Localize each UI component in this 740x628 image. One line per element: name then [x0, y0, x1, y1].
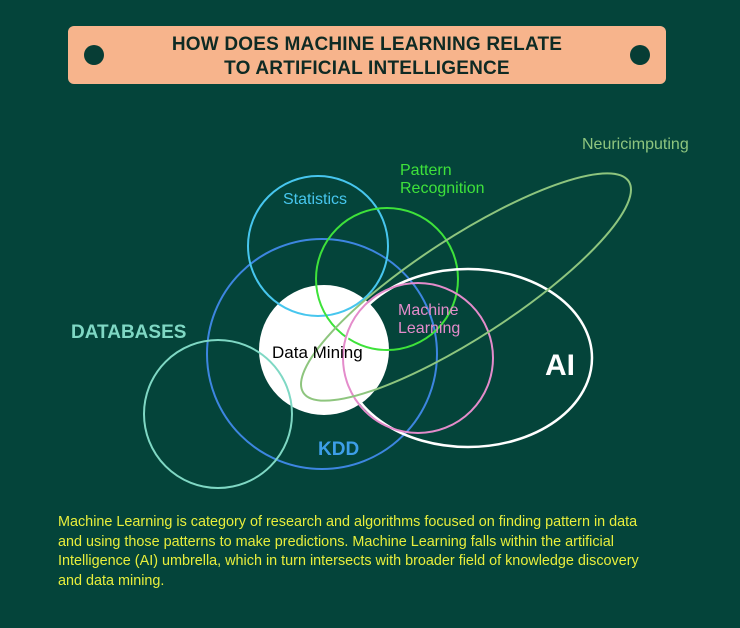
pattern-recognition-label-line-1: Pattern [400, 162, 452, 179]
neuricomputing-ellipse [300, 172, 632, 402]
ai-label: AI [545, 349, 575, 382]
bullet-dot-icon [630, 45, 650, 65]
machine-learning-label-line-2: Learning [398, 320, 460, 337]
databases-label: DATABASES [71, 322, 186, 343]
statistics-circle [247, 175, 389, 317]
pattern-recognition-circle [315, 207, 459, 351]
pattern-recognition-label-line-2: Recognition [400, 180, 485, 197]
description-line: Machine Learning is category of research… [58, 514, 638, 530]
description-line: and using those patterns to make predict… [58, 533, 614, 550]
bullet-dot-icon [84, 45, 104, 65]
kdd-circle [206, 238, 438, 470]
description-line: and data mining. [58, 572, 165, 589]
title-line-1: HOW DOES MACHINE LEARNING RELATE [171, 34, 563, 55]
statistics-label: Statistics [283, 191, 347, 208]
data-mining-label: Data Mining [272, 343, 363, 362]
description-paragraph: Machine Learning is category of research… [58, 513, 698, 591]
databases-circle [143, 339, 293, 489]
title-line-2: TO ARTIFICIAL INTELLIGENCE [224, 58, 510, 79]
machine-learning-circle [342, 282, 494, 434]
neuricomputing-label: Neuricimputing [582, 136, 689, 153]
kdd-label: KDD [318, 439, 359, 460]
machine-learning-label-line-1: Machine [398, 302, 459, 319]
description-line: Intelligence (AI) umbrella, which in tur… [58, 553, 639, 569]
title-banner: HOW DOES MACHINE LEARNING RELATE TO ARTI… [68, 26, 666, 84]
